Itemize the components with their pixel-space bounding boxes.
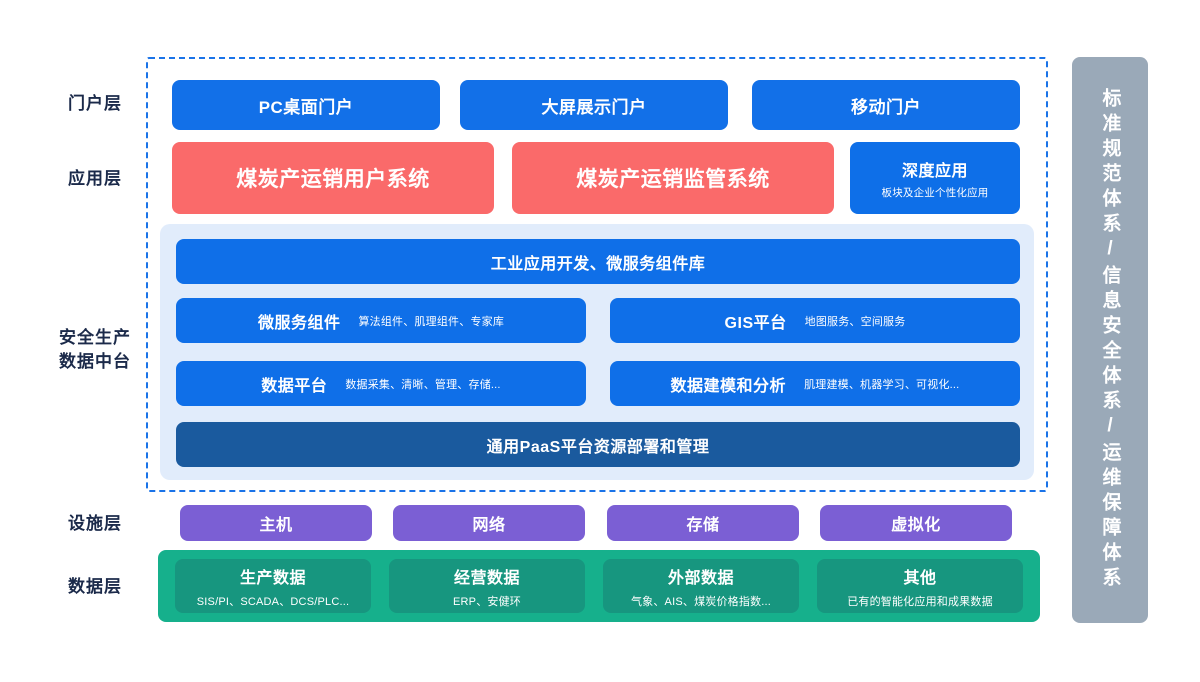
portal-box-title: 大屏展示门户 <box>541 97 647 117</box>
layer-label-midend: 安全生产 数据中台 <box>59 328 131 371</box>
infrastructure-box-title: 存储 <box>686 517 720 534</box>
midend-box-title: 通用PaaS平台资源部署和管理 <box>486 438 710 456</box>
midend-box-subtitle: 算法组件、肌理组件、专家库 <box>358 315 505 328</box>
portal-box-title: PC桌面门户 <box>258 97 354 117</box>
infrastructure-box-virtualization[interactable]: 虚拟化 <box>820 505 1012 541</box>
layer-label-application: 应用层 <box>68 169 122 188</box>
infrastructure-box-network[interactable]: 网络 <box>393 505 585 541</box>
midend-box-data-platform[interactable]: 数据平台 数据采集、清晰、管理、存储... <box>176 361 586 406</box>
layer-label-portal: 门户层 <box>68 94 122 113</box>
layer-label-infrastructure: 设施层 <box>68 514 122 533</box>
application-box-supervision-system[interactable]: 煤炭产运销监管系统 <box>512 142 834 214</box>
data-box-production-data[interactable]: 生产数据 SIS/PI、SCADA、DCS/PLC... <box>175 559 371 613</box>
midend-box-microservice-components[interactable]: 微服务组件 算法组件、肌理组件、专家库 <box>176 298 586 343</box>
data-box-subtitle: 已有的智能化应用和成果数据 <box>847 595 993 608</box>
data-box-title: 经营数据 <box>453 569 520 587</box>
data-box-business-data[interactable]: 经营数据 ERP、安健环 <box>389 559 585 613</box>
midend-box-subtitle: 地图服务、空间服务 <box>804 315 906 328</box>
data-box-external-data[interactable]: 外部数据 气象、AIS、煤炭价格指数... <box>603 559 799 613</box>
portal-box-pc-desktop[interactable]: PC桌面门户 <box>172 80 440 130</box>
midend-box-title: 微服务组件 <box>257 314 341 332</box>
sidebar-vertical-label: 标准规范体系/信息安全体系/运维保障体系 <box>1099 88 1121 592</box>
application-box-deep-application[interactable]: 深度应用 板块及企业个性化应用 <box>850 142 1020 214</box>
data-box-title: 其他 <box>903 569 937 587</box>
infrastructure-box-host[interactable]: 主机 <box>180 505 372 541</box>
data-box-subtitle: ERP、安健环 <box>452 595 522 608</box>
application-box-title: 煤炭产运销用户系统 <box>236 168 430 191</box>
data-box-title: 外部数据 <box>667 569 734 587</box>
midend-box-paas-resource-management[interactable]: 通用PaaS平台资源部署和管理 <box>176 422 1020 467</box>
data-box-subtitle: SIS/PI、SCADA、DCS/PLC... <box>196 595 350 608</box>
midend-box-app-dev-component-library[interactable]: 工业应用开发、微服务组件库 <box>176 239 1020 284</box>
standards-security-ops-sidebar: 标准规范体系/信息安全体系/运维保障体系 <box>1072 57 1148 623</box>
data-box-subtitle: 气象、AIS、煤炭价格指数... <box>630 595 772 608</box>
midend-box-title: GIS平台 <box>724 314 787 332</box>
midend-box-title: 数据平台 <box>261 377 328 395</box>
infrastructure-box-title: 主机 <box>259 517 293 534</box>
data-box-other-data[interactable]: 其他 已有的智能化应用和成果数据 <box>817 559 1023 613</box>
midend-box-data-modeling-analysis[interactable]: 数据建模和分析 肌理建模、机器学习、可视化... <box>610 361 1020 406</box>
midend-box-subtitle: 肌理建模、机器学习、可视化... <box>804 378 960 391</box>
application-box-title: 煤炭产运销监管系统 <box>576 168 770 191</box>
infrastructure-box-storage[interactable]: 存储 <box>607 505 799 541</box>
platform-scope-dashed-frame <box>146 57 1048 492</box>
midend-box-title: 工业应用开发、微服务组件库 <box>490 255 706 273</box>
infrastructure-box-title: 虚拟化 <box>891 517 941 534</box>
deep-application-title: 深度应用 <box>901 162 968 180</box>
portal-box-large-screen[interactable]: 大屏展示门户 <box>460 80 728 130</box>
midend-box-subtitle: 数据采集、清晰、管理、存储... <box>345 378 501 391</box>
portal-box-title: 移动门户 <box>851 97 921 117</box>
application-box-user-system[interactable]: 煤炭产运销用户系统 <box>172 142 494 214</box>
deep-application-subtitle: 板块及企业个性化应用 <box>881 186 989 199</box>
data-box-title: 生产数据 <box>239 569 306 587</box>
layer-label-data: 数据层 <box>68 577 122 596</box>
midend-box-title: 数据建模和分析 <box>670 377 787 395</box>
infrastructure-box-title: 网络 <box>472 517 506 534</box>
portal-box-mobile[interactable]: 移动门户 <box>752 80 1020 130</box>
midend-box-gis-platform[interactable]: GIS平台 地图服务、空间服务 <box>610 298 1020 343</box>
